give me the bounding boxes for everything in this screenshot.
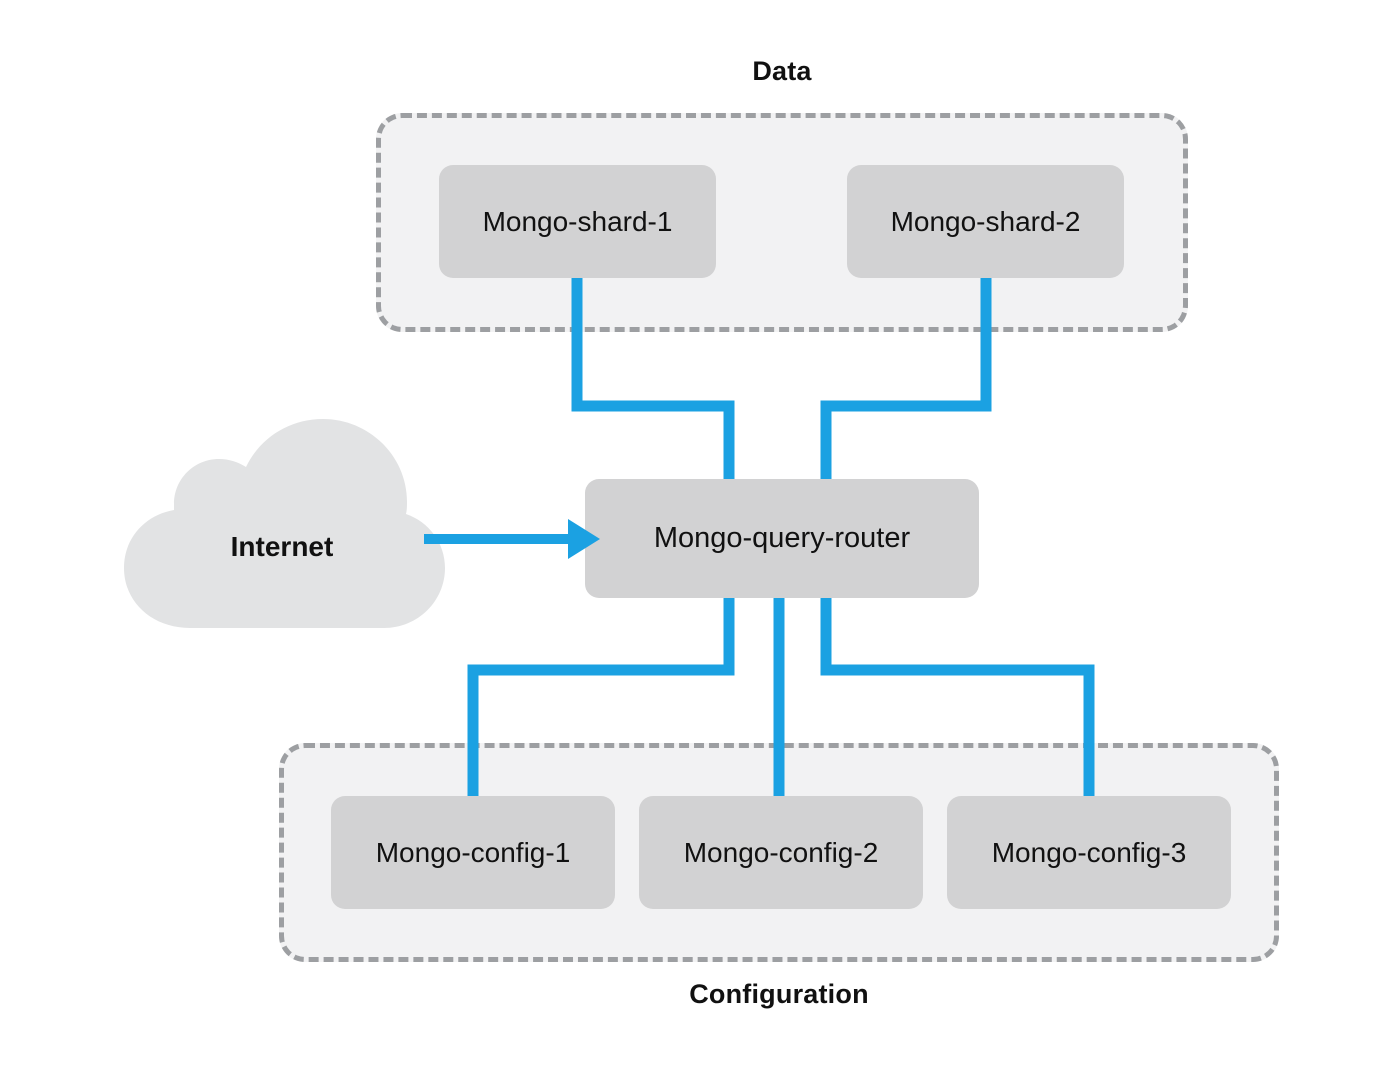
cloud-internet: Internet [112, 416, 452, 636]
node-mongo-config-2[interactable]: Mongo-config-2 [639, 796, 923, 909]
node-mongo-config-1[interactable]: Mongo-config-1 [331, 796, 615, 909]
cloud-icon [124, 419, 445, 628]
group-caption-data: Data [752, 56, 812, 86]
group-caption-configuration: Configuration [689, 979, 869, 1009]
node-mongo-shard-1[interactable]: Mongo-shard-1 [439, 165, 716, 278]
node-mongo-query-router[interactable]: Mongo-query-router [585, 479, 979, 598]
cloud-label: Internet [230, 531, 334, 562]
node-mongo-shard-2[interactable]: Mongo-shard-2 [847, 165, 1124, 278]
node-mongo-config-3[interactable]: Mongo-config-3 [947, 796, 1231, 909]
